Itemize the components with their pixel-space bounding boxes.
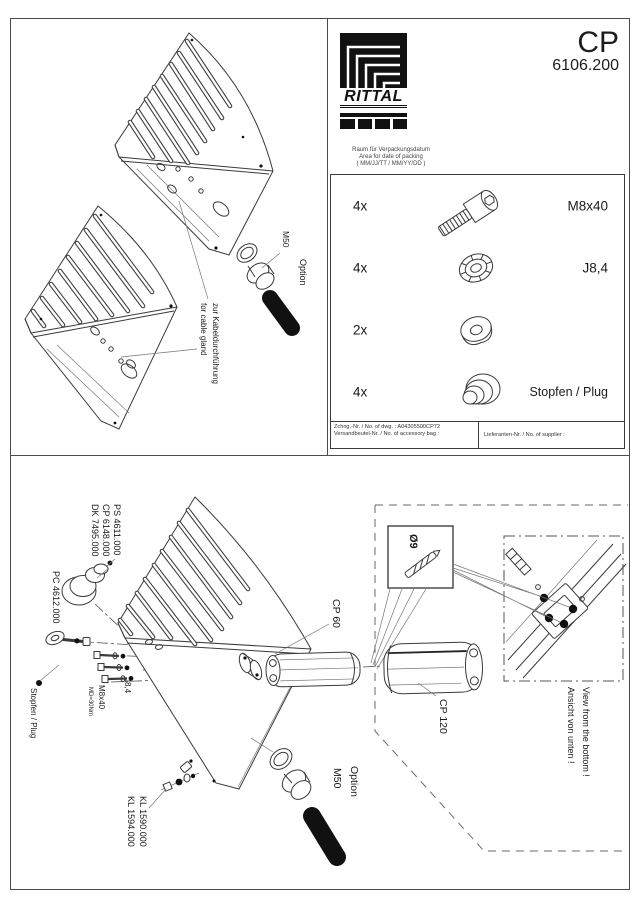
part-row-lock-washer: 4x J8,4 [331, 237, 624, 299]
packing-date-note: Raum für Verpackungsdatum Area for date … [335, 147, 447, 168]
handle-cylinder [142, 405, 157, 425]
drawing-number: Zchng.-Nr. / No. of dwg. : A04305500CP72 [334, 424, 441, 430]
flat-washer-icon [460, 316, 493, 346]
cp60-tube [265, 651, 361, 688]
part-qty: 4x [353, 260, 368, 276]
socket-head-screw-icon [438, 189, 499, 237]
washer-screw [45, 630, 91, 646]
ps-label: PS 4611.000 [112, 504, 122, 555]
part-label: M8x40 [567, 198, 608, 214]
part-qty: 4x [353, 198, 368, 214]
housing-overview-drawing: M50 Option zur Kabeldurchführung for cab… [24, 32, 308, 430]
view-label-en: View from the bottom ! [581, 687, 591, 777]
kl1590-label: KL 1590.000 [138, 796, 148, 847]
torque-label: MD=30Nm [87, 687, 93, 716]
cp120-tube [383, 641, 484, 695]
cable-gland-label-en: for cable gland [199, 303, 208, 355]
packing-note-de: Raum für Verpackungsdatum [352, 147, 430, 153]
part-row-screw: 4x M8x40 [331, 175, 624, 237]
louver-slots [117, 507, 251, 647]
bottom-section: Ø9 [11, 456, 629, 889]
rittal-wordmark: RITTAL [340, 88, 407, 106]
drill-callout: Ø9 [370, 525, 570, 670]
pc-coupling [61, 558, 116, 606]
packing-note-en: Area for date of packing [359, 154, 423, 160]
drill-bit-icon [404, 549, 441, 578]
m50-label: M50 [331, 768, 343, 789]
tube-connector [238, 652, 263, 681]
top-labels: M50 Option zur Kabeldurchführung for cab… [120, 200, 308, 384]
stopfen-plug-small [36, 664, 60, 686]
part-label: J8,4 [582, 260, 608, 276]
part-label: Stopfen / Plug [529, 385, 608, 399]
dk-label: DK 7495.000 [90, 504, 100, 557]
j84-label: J8,4 [123, 678, 132, 694]
supplier-number: Lieferanten-Nr. / No. of supplier : [484, 432, 565, 438]
cp120-label: CP 120 [437, 699, 449, 734]
louver-slots [30, 213, 155, 329]
option-label: Option [348, 766, 360, 797]
grommet-cylinder [303, 807, 346, 866]
drill-diameter-label: Ø9 [407, 534, 419, 549]
pc-label: PC 4612.000 [51, 571, 61, 624]
accessory-parts-box: 4x M8x40 4x [330, 174, 625, 449]
lower-housing [24, 205, 178, 430]
exploded-view-drawing: Ø9 [29, 496, 628, 866]
view-label-de: Ansicht von unten ! [566, 687, 576, 764]
rittal-logo-mark [340, 33, 407, 88]
m8-screw-cluster [93, 651, 134, 683]
sheet-border: M50 Option zur Kabeldurchführung for cab… [10, 18, 630, 890]
part-row-plug: 4x Stopfen / Plug [331, 361, 624, 423]
drawing-number-cell: Zchng.-Nr. / No. of dwg. : A04305500CP72… [331, 422, 479, 448]
m8x40-label: M8x40 [97, 685, 106, 710]
m50-label: M50 [281, 231, 291, 248]
bottom-detail-view [503, 535, 627, 682]
part-qty: 4x [353, 384, 368, 400]
top-section: M50 Option zur Kabeldurchführung for cab… [11, 19, 629, 456]
option-label: Option [298, 259, 308, 286]
info-panel: RITTAL CP 6106.200 Raum für Verpackungsd… [327, 19, 629, 455]
rail-piece [504, 547, 532, 576]
cp6148-label: CP 6148.000 [101, 504, 111, 556]
bottom-labels: PS 4611.000 CP 6148.000 DK 7495.000 PC 4… [29, 504, 591, 847]
title-block: CP 6106.200 [552, 26, 619, 75]
cable-gland-parts [236, 243, 300, 336]
grommet-cylinder [262, 290, 300, 336]
packing-note-format: ( MM/JJ/TT / MM/YY/DD ) [356, 161, 426, 167]
supplier-number-cell: Lieferanten-Nr. / No. of supplier : [479, 422, 624, 448]
logo-stripes [340, 113, 407, 129]
cable-gland-label-de: zur Kabeldurchführung [211, 303, 220, 384]
upper-housing [114, 32, 274, 256]
louver-slots [127, 38, 233, 166]
stopfen-label: Stopfen / Plug [29, 688, 38, 738]
dashed-boundary [374, 504, 628, 852]
rittal-logo: RITTAL [340, 33, 407, 129]
parts-box-footer: Zchng.-Nr. / No. of dwg. : A04305500CP72… [331, 421, 624, 448]
plug-icon [462, 373, 501, 405]
serrated-lock-washer-icon [458, 253, 494, 283]
part-qty: 2x [353, 322, 368, 338]
model-number: 6106.200 [552, 57, 619, 74]
cp60-label: CP 60 [330, 599, 342, 628]
part-row-flat-washer: 2x [331, 299, 624, 361]
kl-fastener [148, 772, 200, 809]
accessory-bag-number: Versandbeutel-Nr. / No. of accessory bag… [334, 431, 440, 437]
kl1594-label: KL 1594.000 [126, 796, 136, 847]
logo-underline [340, 107, 407, 110]
product-family: CP [577, 26, 619, 59]
main-housing-panel [117, 496, 312, 790]
option-gland-parts [250, 737, 346, 866]
